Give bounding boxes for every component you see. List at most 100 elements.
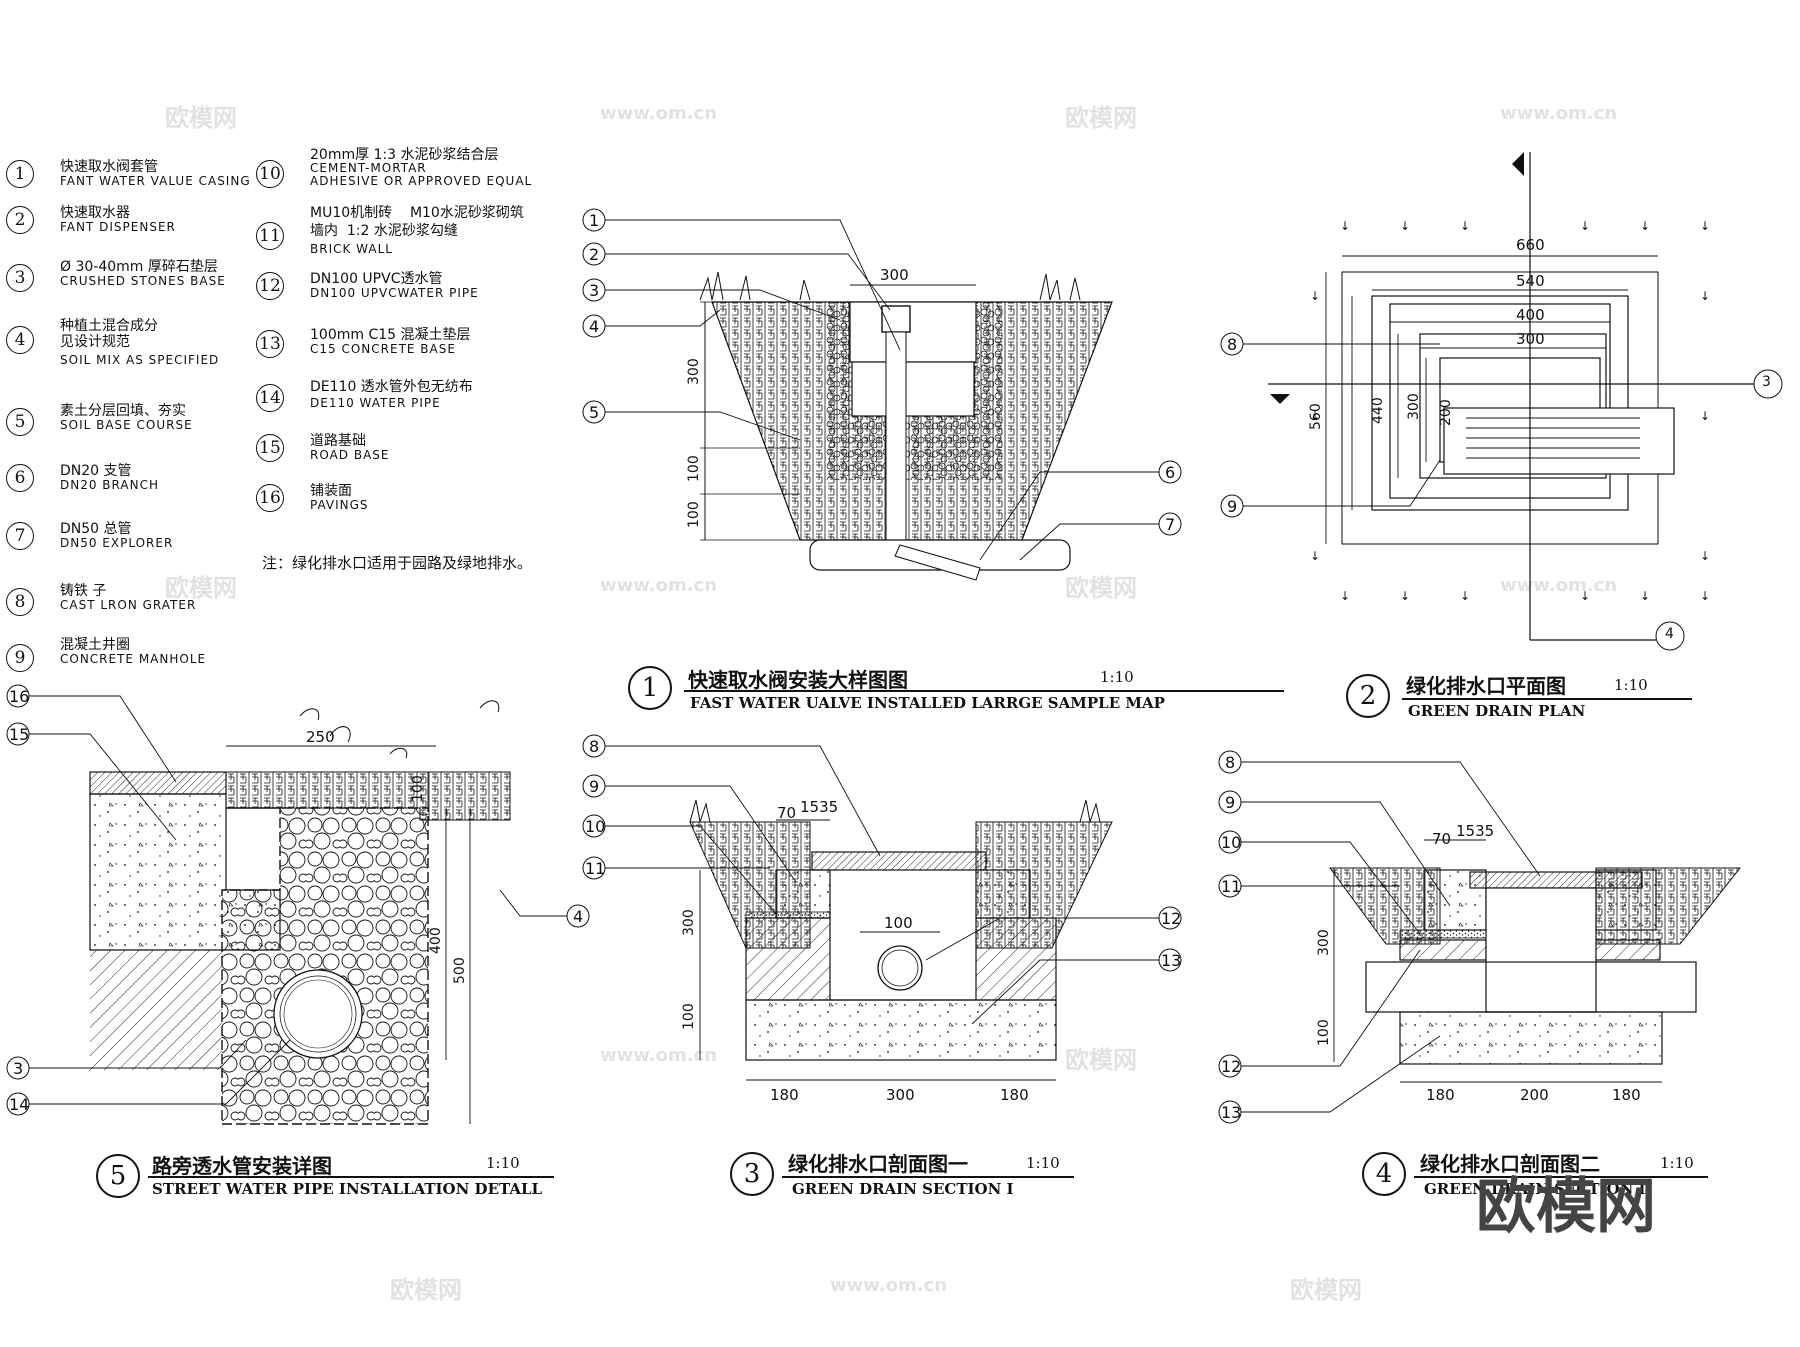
legend-en: C15 CONCRETE BASE xyxy=(310,342,456,356)
watermark-logo: 欧模网 xyxy=(390,1276,462,1304)
d2-cut-arrow-top xyxy=(1512,152,1524,176)
legend-en: DN20 BRANCH xyxy=(60,478,159,492)
d2-400 xyxy=(1389,303,1611,499)
title-scale: 1:10 xyxy=(1660,1154,1694,1172)
callout-label: 11 xyxy=(1221,877,1241,896)
d1-dim-width: 300 xyxy=(880,266,909,284)
title-underline xyxy=(782,1176,1074,1178)
d1-dim-v2: 100 xyxy=(686,455,702,482)
d4-wall-left xyxy=(1399,939,1487,961)
title-scale: 1:10 xyxy=(1026,1154,1060,1172)
callout-label: 8 xyxy=(589,737,599,756)
title-number: 3 xyxy=(730,1152,774,1196)
title-en: GREEN DRAIN PLAN xyxy=(1408,702,1586,720)
legend-en: SOIL MIX AS SPECIFIED xyxy=(60,353,220,367)
callout-label: 15 xyxy=(9,725,29,744)
callout-label: 4 xyxy=(573,907,583,926)
d2-callouts: 8 9 xyxy=(1220,332,1441,518)
watermark-url: www.om.cn xyxy=(1500,575,1618,596)
legend-en: CRUSHED STONES BASE xyxy=(60,274,226,288)
legend-zh: 道路基础 xyxy=(310,433,366,449)
d3-callouts: 8 9 10 11 12 13 xyxy=(582,734,1182,1025)
svg-text:↓: ↓ xyxy=(1310,409,1320,423)
legend-number: 4 xyxy=(6,326,34,354)
drawing-note: 注：绿化排水口适用于园路及绿地排水。 xyxy=(262,554,533,572)
callout-label: 3 xyxy=(589,281,599,300)
d2-dim-400: 400 xyxy=(1516,306,1545,324)
d4-base xyxy=(1399,1011,1663,1065)
legend-en: CAST LRON GRATER xyxy=(60,598,197,612)
title-underline xyxy=(684,690,1284,692)
d2-540 xyxy=(1371,295,1629,511)
d3-grate xyxy=(811,851,987,871)
d5-paving xyxy=(89,771,227,795)
callout-label: 16 xyxy=(9,687,29,706)
d4-dim-v100: 100 xyxy=(1316,1019,1332,1046)
d3-dim-b1: 180 xyxy=(770,1086,799,1104)
legend-en: BRICK WALL xyxy=(310,242,393,256)
d4-grate xyxy=(1469,871,1643,889)
title-number: 5 xyxy=(96,1154,140,1198)
d4-dim-b1: 180 xyxy=(1426,1086,1455,1104)
legend-number: 10 xyxy=(256,160,284,188)
title-underline xyxy=(1402,698,1692,700)
svg-text:↓: ↓ xyxy=(1340,589,1350,603)
d5-dim-500: 500 xyxy=(452,957,468,984)
title-en: GREEN DRAIN SECTION II xyxy=(1424,1180,1653,1198)
svg-text:↓: ↓ xyxy=(1580,219,1590,233)
svg-text:↓: ↓ xyxy=(1400,589,1410,603)
legend-en: FANT DISPENSER xyxy=(60,220,176,234)
legend-zh: DN50 总管 xyxy=(60,521,132,537)
d2-300 xyxy=(1419,333,1607,479)
d5-dims xyxy=(226,745,471,1124)
legend-zh: 20mm厚 1:3 水泥砂浆结合层 xyxy=(310,147,499,163)
title-underline xyxy=(1414,1176,1708,1178)
d4-dim-b2: 200 xyxy=(1520,1086,1549,1104)
d3-wall-right xyxy=(975,917,1057,1001)
d2-cut-label: 4 xyxy=(1665,626,1674,642)
d1-dispenser xyxy=(881,305,911,333)
d1-vertical-pipe xyxy=(885,331,907,543)
svg-text:↓: ↓ xyxy=(1580,589,1590,603)
svg-text:↓: ↓ xyxy=(1700,549,1710,563)
callout-label: 10 xyxy=(1221,833,1241,852)
d1-callouts: 1 2 3 4 5 6 7 xyxy=(582,208,1182,561)
watermark-logo: 欧模网 xyxy=(1065,574,1137,602)
callout-label: 6 xyxy=(1165,463,1175,482)
legend-zh: 快速取水器 xyxy=(60,205,130,221)
svg-text:↓: ↓ xyxy=(1460,589,1470,603)
d3-manhole-right xyxy=(975,869,1031,919)
title-en: FAST WATER UALVE INSTALLED LARRGE SAMPLE… xyxy=(690,694,1165,712)
watermark-url: www.om.cn xyxy=(600,103,718,124)
callout-label: 2 xyxy=(589,245,599,264)
title-zh: 绿化排水口剖面图二 xyxy=(1420,1152,1600,1176)
d2-dim-540: 540 xyxy=(1516,272,1545,290)
d4-callouts: 8 9 10 11 12 13 xyxy=(1218,750,1541,1124)
d3-dim-100: 100 xyxy=(884,914,913,932)
title-zh: 快速取水阀安装大样图图 xyxy=(688,668,908,692)
drawing-5-street-pipe: 250 100 400 500 16 15 3 14 4 xyxy=(6,684,590,1125)
d2-dim-v300: 300 xyxy=(1406,393,1422,420)
d2-dim-v200: 200 xyxy=(1438,399,1454,426)
callout-label: 9 xyxy=(589,777,599,796)
callout-label: 9 xyxy=(1227,497,1237,516)
drawing-3-drain-section-1: 70 1535 100 300 100 180 300 180 8 9 10 1… xyxy=(582,734,1182,1104)
d2-dim-v440: 440 xyxy=(1370,397,1386,424)
d4-dims xyxy=(1333,839,1662,1083)
watermark-url: www.om.cn xyxy=(1500,103,1618,124)
d4-dim-70: 70 xyxy=(1432,830,1451,848)
legend-zh: 100mm C15 混凝土垫层 xyxy=(310,327,471,343)
d5-gravel xyxy=(221,807,429,1125)
d5-soil-hatch xyxy=(90,950,222,1070)
callout-label: 10 xyxy=(585,817,605,836)
d1-dim-v1: 300 xyxy=(686,358,702,385)
d4-dim-1535: 1535 xyxy=(1456,822,1494,840)
callout-label: 8 xyxy=(1225,753,1235,772)
legend-en: FANT WATER VALUE CASING xyxy=(60,174,251,188)
legend-number: 15 xyxy=(256,434,284,462)
d4-dim-v300: 300 xyxy=(1316,929,1332,956)
d3-dim-v100: 100 xyxy=(681,1003,697,1030)
d2-dim-660: 660 xyxy=(1516,236,1545,254)
legend-number: 9 xyxy=(6,644,34,672)
